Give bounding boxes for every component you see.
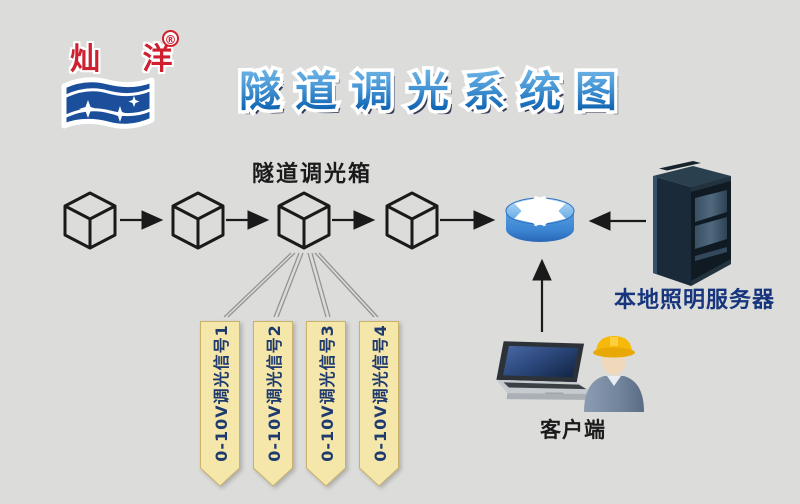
dimmer-box-cube-icon-3 <box>277 191 331 250</box>
banner-ribbon-shape <box>253 321 293 487</box>
banner-ribbon-shape <box>306 321 346 487</box>
server-rack-icon <box>653 161 731 286</box>
server-label: 本地照明服务器 <box>614 288 776 313</box>
banner-ribbon-shape <box>200 321 240 487</box>
registered-trademark-icon: ® <box>162 30 179 47</box>
page-title-shadow: 隧道调光系统图 <box>186 64 692 128</box>
signal-banner-1: 0-10V调光信号1 <box>200 321 240 487</box>
banner-ribbon-shape <box>359 321 399 487</box>
dimmer-box-cube-icon-1 <box>63 191 117 250</box>
signal-banner-label: 0-10V调光信号4 <box>371 324 390 462</box>
signal-banner-4: 0-10V调光信号4 <box>359 321 399 487</box>
flow-arrows <box>120 210 646 332</box>
page-title-outline: 隧道调光系统图 <box>182 60 688 124</box>
signal-connectors <box>223 252 379 318</box>
signal-banner-label: 0-10V调光信号3 <box>318 324 337 462</box>
signal-banner-3: 0-10V调光信号3 <box>306 321 346 487</box>
operator-icon <box>584 336 644 412</box>
page-title: 隧道调光系统图 隧道调光系统图 隧道调光系统图 <box>182 60 688 124</box>
dimmer-box-label: 隧道调光箱 <box>252 162 373 187</box>
signal-banner-2: 0-10V调光信号2 <box>253 321 293 487</box>
dimmer-box-cube-icon-2 <box>171 191 225 250</box>
logo-flag-icon <box>61 77 155 129</box>
laptop-icon <box>496 341 596 400</box>
client-label: 客户端 <box>540 418 606 442</box>
signal-banner-label: 0-10V调光信号1 <box>212 324 231 462</box>
page-title-text: 隧道调光系统图 <box>182 60 688 124</box>
signal-banner-label: 0-10V调光信号2 <box>265 324 284 462</box>
router-icon <box>505 196 575 242</box>
dimmer-box-cube-icon-4 <box>385 191 439 250</box>
brand-logo: 灿 洋 ® <box>56 26 196 142</box>
brand-name: 灿 洋 <box>70 42 189 77</box>
